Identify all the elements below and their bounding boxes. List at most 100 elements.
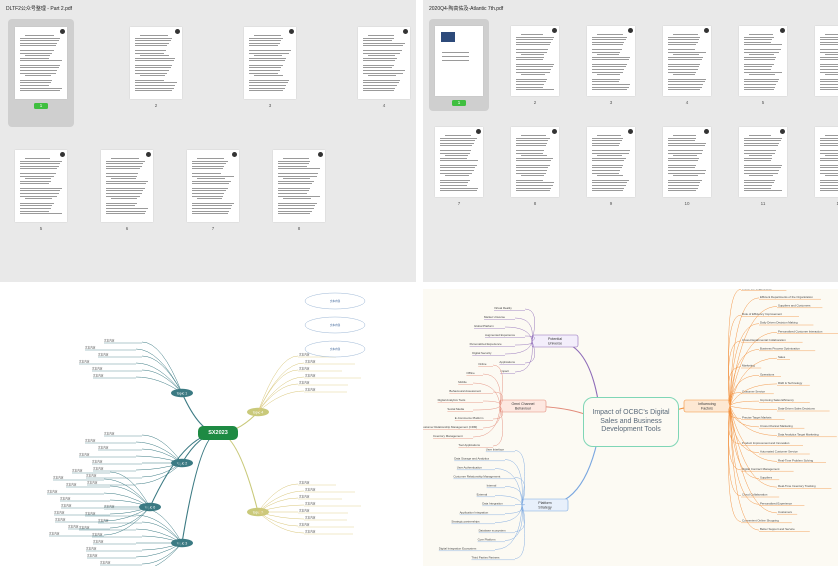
leaf-connector	[257, 497, 299, 513]
text-line	[819, 89, 838, 90]
leaf-label: 文本内容	[104, 432, 115, 436]
text-line	[249, 42, 280, 44]
text-line	[591, 78, 621, 80]
text-line	[106, 183, 147, 184]
text-line	[743, 48, 781, 50]
left-page-thumb[interactable]	[273, 150, 325, 222]
right-page-thumb[interactable]	[739, 127, 787, 197]
right-page-thumb[interactable]	[739, 26, 787, 96]
page-corner-mark	[628, 28, 633, 33]
text-line	[743, 142, 780, 144]
text-line	[249, 37, 283, 39]
right-page-thumb[interactable]	[815, 127, 838, 197]
leaf-label: 文本内容	[299, 509, 310, 513]
branch-connector	[181, 432, 219, 544]
left-page-thumb[interactable]	[244, 27, 296, 99]
left-page-thumb[interactable]	[15, 27, 67, 99]
branch-node-label: topic 1	[177, 392, 188, 396]
right-page-thumb[interactable]	[663, 26, 711, 96]
text-line	[520, 74, 546, 75]
text-line	[135, 45, 168, 46]
leaf-connector	[103, 492, 151, 508]
text-line	[515, 78, 547, 80]
text-line	[819, 48, 838, 50]
text-line	[819, 39, 838, 40]
left-page-thumb[interactable]	[101, 150, 153, 222]
left-page-thumb[interactable]	[358, 27, 410, 99]
right-page-thumb[interactable]	[587, 26, 635, 96]
leaf-connector	[729, 297, 760, 407]
text-line	[591, 167, 622, 168]
leaf-connector	[482, 373, 501, 407]
text-line	[106, 172, 139, 174]
leaf-label: 文本内容	[87, 554, 98, 558]
text-line	[439, 167, 476, 168]
text-line	[363, 72, 404, 74]
page-number-label: 5	[39, 226, 43, 231]
text-line	[743, 170, 780, 171]
text-line	[743, 83, 777, 85]
leaf-connector	[514, 504, 525, 506]
leaf-label: User Authentication	[457, 466, 482, 470]
right-page-thumb[interactable]	[815, 26, 838, 96]
text-line	[667, 190, 697, 191]
leaf-label: Cross-Channel Marketing	[760, 424, 793, 428]
leaf-label: Applications	[499, 360, 515, 364]
text-line	[439, 172, 473, 174]
text-line	[20, 213, 62, 214]
text-line	[106, 190, 144, 191]
leaf-label: 文本内容	[305, 488, 316, 492]
leaf-connector	[141, 355, 183, 394]
page-corner-mark	[403, 29, 408, 34]
text-line	[667, 187, 698, 189]
text-line	[819, 164, 838, 166]
text-line	[254, 35, 281, 36]
leaf-label: 文本内容	[305, 502, 316, 506]
leaf-label: Operations	[760, 372, 775, 376]
branch-connector	[217, 432, 259, 513]
text-line	[672, 54, 699, 55]
text-line	[249, 82, 288, 83]
text-line	[743, 41, 771, 43]
mindmap-right-center-node[interactable]: Impact of OCBC's Digital Sales and Busin…	[583, 397, 679, 447]
text-line	[106, 205, 136, 206]
leaf-label: 文本内容	[299, 381, 310, 385]
leaf-label: Digital Contract Management	[742, 467, 780, 471]
right-page-thumb[interactable]	[435, 127, 483, 197]
text-line	[249, 40, 282, 41]
page-corner-mark	[552, 28, 557, 33]
right-page-thumb[interactable]	[663, 127, 711, 197]
text-line	[140, 35, 168, 36]
text-line	[106, 168, 140, 169]
text-line	[192, 163, 226, 164]
text-line	[192, 207, 231, 209]
right-page-thumb[interactable]	[511, 26, 559, 96]
leaf-connector	[729, 383, 778, 407]
left-page-thumb[interactable]	[15, 150, 67, 222]
text-line	[591, 164, 623, 166]
text-line	[444, 155, 468, 156]
text-line	[20, 207, 51, 209]
left-page-thumb[interactable]	[187, 150, 239, 222]
text-line	[819, 167, 838, 168]
text-line	[743, 167, 781, 168]
leaf-connector	[141, 542, 183, 551]
text-line	[25, 75, 52, 76]
text-line	[278, 202, 317, 204]
right-page-thumb[interactable]	[435, 26, 483, 96]
right-page-thumb[interactable]	[511, 127, 559, 197]
right-page-thumb[interactable]	[587, 127, 635, 197]
text-line	[667, 170, 707, 171]
text-line	[140, 75, 166, 76]
text-line	[672, 175, 699, 176]
text-line	[363, 45, 404, 46]
leaf-label: Product Improvement and Innovation	[742, 441, 790, 445]
text-line	[278, 163, 309, 164]
leaf-label: 文本内容	[86, 547, 97, 551]
left-page-thumb[interactable]	[130, 27, 182, 99]
leaf-label: 文本内容	[92, 367, 103, 371]
mindmap-left-center-node[interactable]: SX2023	[198, 426, 238, 440]
